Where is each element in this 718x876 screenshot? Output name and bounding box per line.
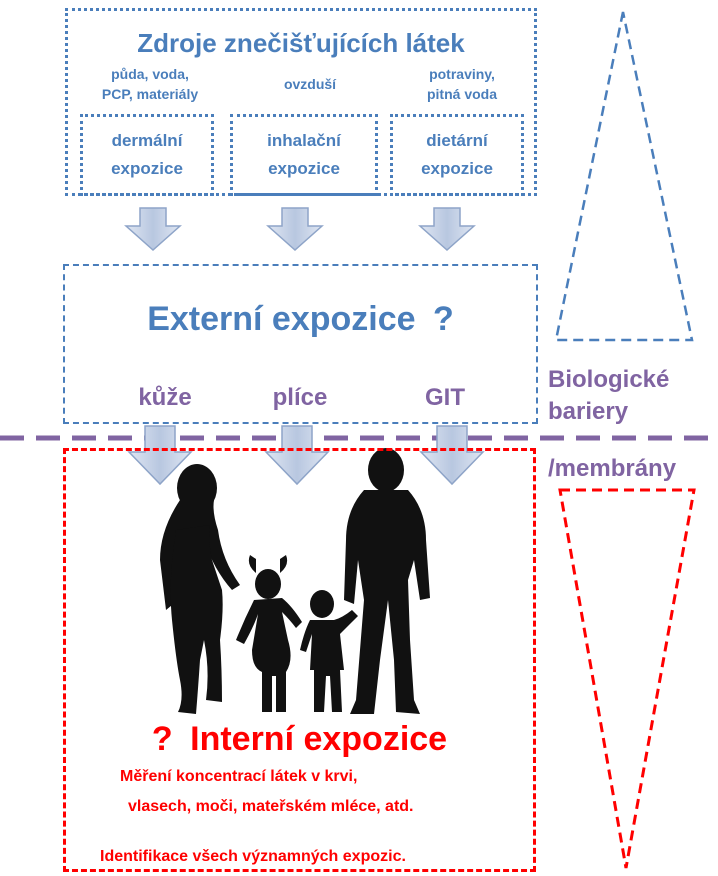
down-arrow-icon <box>264 425 330 486</box>
dermal-line2: expozice <box>111 159 183 178</box>
source-label-line: potraviny, <box>429 66 495 82</box>
source-label-food: potraviny, pitná voda <box>392 64 532 104</box>
question-mark-icon: ? <box>433 300 454 338</box>
source-label-line: PCP, materiály <box>101 86 199 102</box>
dermal-line1: dermální <box>111 131 183 150</box>
source-label-line: půda, voda, <box>111 66 189 82</box>
route-lungs: plíce <box>272 384 328 411</box>
triangle-up-outline <box>554 11 694 342</box>
route-git: GIT <box>425 384 465 411</box>
dietary-line2: expozice <box>421 159 493 178</box>
internal-note-line3: Identifikace všech významných expozic. <box>100 848 406 865</box>
sources-title: Zdroje znečišťujících látek <box>137 28 465 58</box>
external-exposure-box <box>63 264 538 424</box>
source-label-soil-water: půda, voda, PCP, materiály <box>80 64 220 104</box>
internal-note-line2: vlasech, moči, mateřském mléce, atd. <box>128 798 414 815</box>
triangle-down-outline <box>558 488 696 869</box>
barrier-label-line2: bariery <box>548 398 629 425</box>
dietary-line1: dietární <box>426 131 488 150</box>
question-mark-icon: ? <box>151 720 173 758</box>
internal-exposure-title: ? Interní expozice <box>63 720 536 759</box>
barrier-label-line1: Biologické <box>548 366 670 393</box>
family-silhouette-icon <box>160 448 430 714</box>
down-arrow-icon <box>418 207 476 252</box>
dermal-exposure-box: dermální expozice <box>80 114 214 196</box>
down-arrow-icon <box>124 207 182 252</box>
source-label-line: ovzduší <box>283 76 337 92</box>
source-label-line: pitná voda <box>426 86 497 102</box>
dietary-exposure-box: dietární expozice <box>390 114 524 196</box>
source-label-air: ovzduší <box>240 74 380 94</box>
external-exposure-title: Externí expozice ? <box>63 300 538 339</box>
inhalation-line2: expozice <box>268 159 340 178</box>
external-title-text: Externí expozice <box>147 300 416 338</box>
inhalation-line1: inhalační <box>267 131 341 150</box>
down-arrow-icon <box>127 425 193 486</box>
down-arrow-icon <box>419 425 485 486</box>
internal-exposure-box <box>63 448 536 872</box>
internal-title-text: Interní expozice <box>190 720 448 758</box>
barrier-label-line3: /membrány <box>548 455 677 482</box>
down-arrow-icon <box>266 207 324 252</box>
route-skin: kůže <box>138 384 192 411</box>
inhalation-exposure-box: inhalační expozice <box>230 114 378 196</box>
internal-note-line1: Měření koncentrací látek v krvi, <box>120 768 358 785</box>
